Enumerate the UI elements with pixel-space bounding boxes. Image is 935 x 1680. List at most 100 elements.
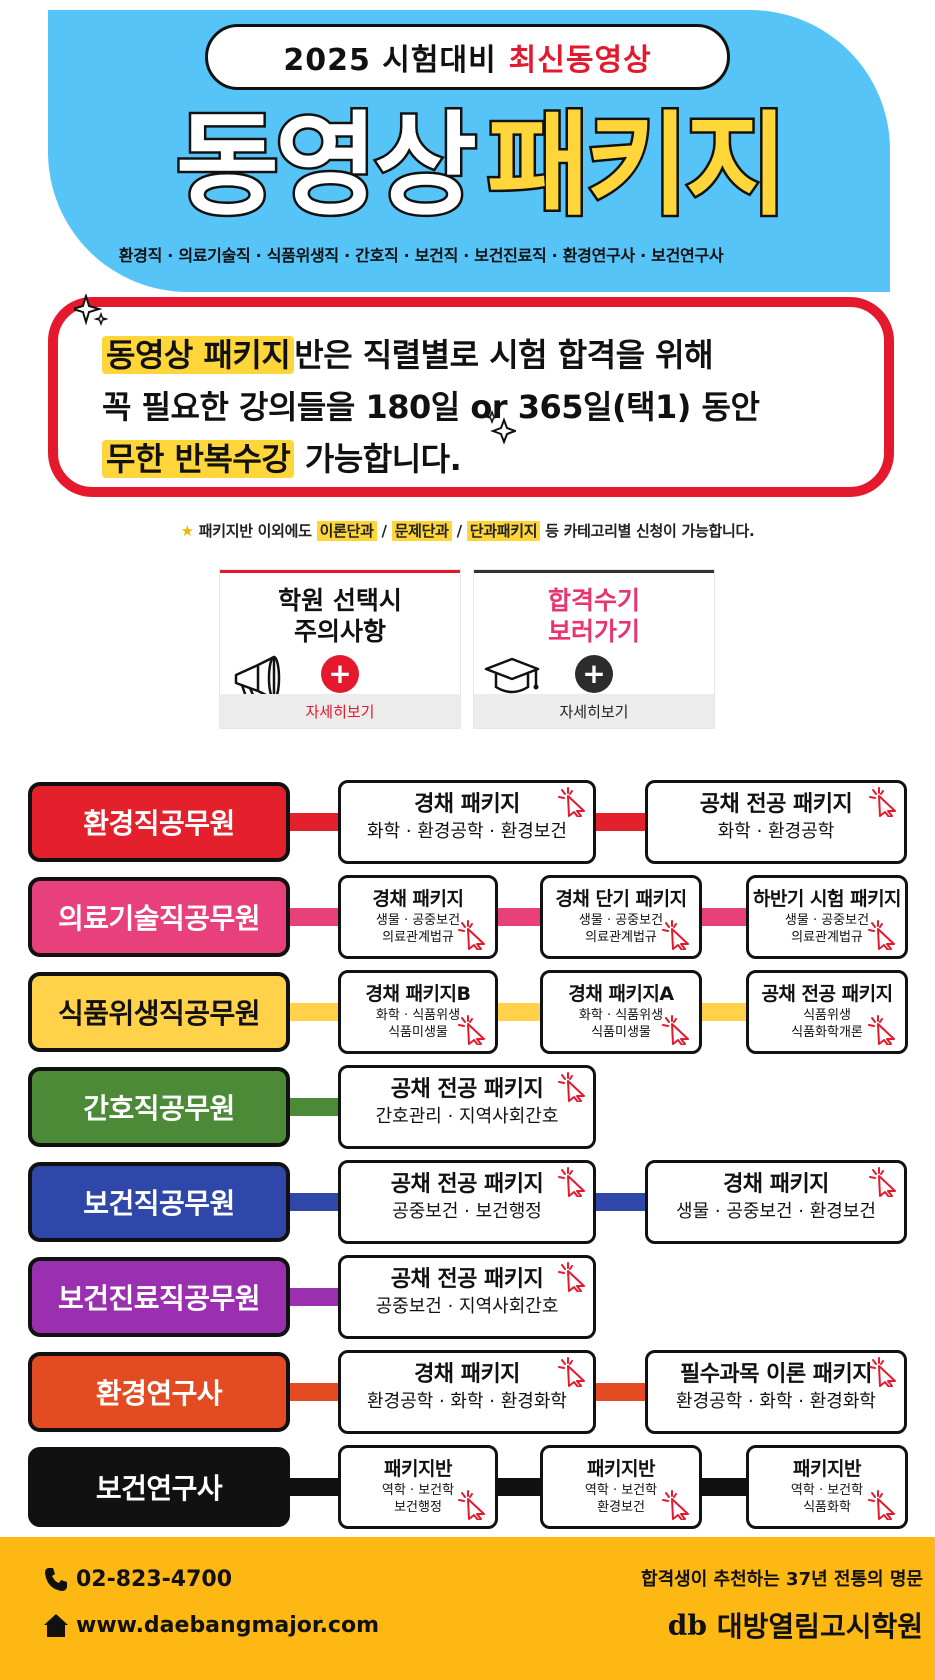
category-label[interactable]: 보건진료직공무원: [28, 1257, 290, 1337]
view-details-button[interactable]: 자세히보기: [220, 694, 460, 728]
package-title: 필수과목 이론 패키지: [680, 1362, 872, 1387]
package-subjects: 식품미생물: [388, 1025, 448, 1040]
category-label[interactable]: 환경직공무원: [28, 782, 290, 862]
note-sep: /: [456, 522, 462, 540]
academy-caution-card[interactable]: 학원 선택시 주의사항 + 자세히보기: [220, 570, 460, 728]
info-line-2: 꼭 필요한 강의들을 180일 or 365일(택1) 동안: [102, 388, 760, 426]
click-cursor-icon: [457, 920, 487, 951]
package-title: 경채 패키지: [372, 888, 464, 910]
package-subjects: 공중보건 · 보건행정: [392, 1201, 542, 1222]
phone-icon: [45, 1568, 67, 1591]
package-subjects: 화학 · 환경공학 · 환경보건: [367, 821, 567, 842]
success-stories-card[interactable]: 합격수기 보러가기 + 자세히보기: [474, 570, 714, 728]
footer-phone[interactable]: 02-823-4700: [42, 1565, 232, 1593]
note-tag-single-package: 단과패키지: [466, 521, 541, 541]
category-label[interactable]: 의료기술직공무원: [28, 877, 290, 957]
package-subjects: 의료관계법규: [382, 930, 454, 945]
package-title: 공채 전공 패키지: [390, 1267, 544, 1292]
hero-title: 동영상 패키지: [140, 96, 820, 236]
footer: 02-823-4700 www.daebangmajor.com 합격생이 추천…: [0, 1537, 935, 1680]
click-cursor-icon: [661, 1490, 691, 1521]
graduation-cap-icon: [484, 657, 540, 694]
info-line-3: 무한 반복수강 가능합니다.: [102, 433, 884, 485]
package-subjects: 역학 · 보건학: [584, 1483, 658, 1498]
plus-icon[interactable]: +: [575, 655, 613, 693]
package-subjects: 간호관리 · 지역사회간호: [375, 1106, 559, 1127]
package-title: 경채 단기 패키지: [555, 888, 687, 910]
package-title: 경채 패키지A: [568, 983, 674, 1005]
footer-website[interactable]: www.daebangmajor.com: [42, 1611, 379, 1639]
sparkle-icon: [486, 410, 516, 444]
category-label[interactable]: 식품위생직공무원: [28, 972, 290, 1052]
view-details-button[interactable]: 자세히보기: [474, 694, 714, 728]
note-sep: /: [381, 522, 387, 540]
website-url: www.daebangmajor.com: [76, 1612, 380, 1638]
package-subjects: 공중보건 · 지역사회간호: [375, 1296, 559, 1317]
hero-title-white: 동영상: [173, 101, 479, 231]
category-label[interactable]: 보건연구사: [28, 1447, 290, 1527]
package-subjects: 화학 · 환경공학: [717, 821, 835, 842]
package-title: 공채 전공 패키지: [699, 792, 853, 817]
plus-icon[interactable]: +: [321, 655, 359, 693]
brand-logo: db 대방열림고시학원: [668, 1605, 923, 1645]
category-label[interactable]: 환경연구사: [28, 1352, 290, 1432]
package-subjects: 식품화학개론: [791, 1025, 863, 1040]
package-subjects: 환경공학 · 화학 · 환경화학: [676, 1391, 876, 1412]
package-title: 하반기 시험 패키지: [752, 888, 902, 910]
click-cursor-icon: [868, 787, 898, 818]
category-label[interactable]: 간호직공무원: [28, 1067, 290, 1147]
click-cursor-icon: [457, 1490, 487, 1521]
category-label[interactable]: 보건직공무원: [28, 1162, 290, 1242]
package-title: 경채 패키지: [723, 1172, 829, 1197]
package-title: 경채 패키지B: [365, 983, 472, 1005]
click-cursor-icon: [661, 1015, 691, 1046]
star-icon: ★: [180, 522, 194, 540]
package-subjects: 의료관계법규: [791, 930, 863, 945]
package-subjects: 식품위생: [803, 1008, 851, 1023]
exam-year-pill: 2025 시험대비 최신동영상: [205, 24, 730, 90]
click-cursor-icon: [557, 1072, 587, 1103]
package-subjects: 생물 · 공중보건: [375, 913, 461, 928]
package-title: 공채 전공 패키지: [390, 1172, 544, 1197]
phone-number: 02-823-4700: [76, 1566, 233, 1592]
click-cursor-icon: [457, 1015, 487, 1046]
click-cursor-icon: [557, 1357, 587, 1388]
package-subjects: 생물 · 공중보건: [578, 913, 664, 928]
click-cursor-icon: [868, 1357, 898, 1388]
pill-accent: 최신동영상: [508, 43, 652, 78]
info-highlight-package: 동영상 패키지: [102, 336, 295, 374]
click-cursor-icon: [867, 920, 897, 951]
package-subjects: 화학 · 식품위생: [578, 1008, 664, 1023]
pill-year: 2025 시험대비: [283, 43, 497, 78]
click-cursor-icon: [557, 787, 587, 818]
brand-name: 대방열림고시학원: [716, 1610, 923, 1643]
package-title: 패키지반: [384, 1458, 452, 1480]
row-connector: [280, 1098, 348, 1116]
package-title: 공채 전공 패키지: [761, 983, 893, 1005]
click-cursor-icon: [557, 1262, 587, 1293]
